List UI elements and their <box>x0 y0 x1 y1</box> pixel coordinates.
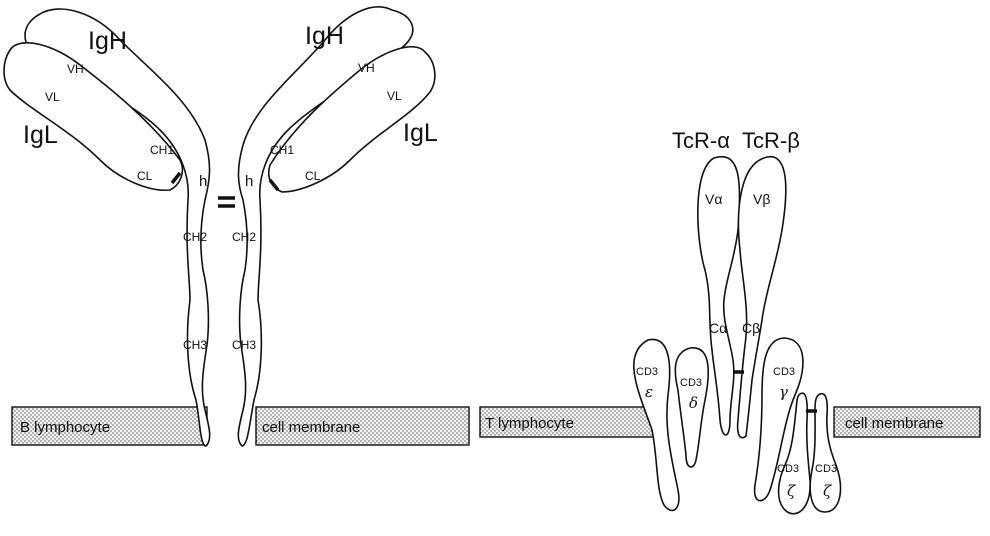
t-cell-membrane-label: cell membrane <box>845 415 943 432</box>
hinge-right-label: h <box>245 173 253 190</box>
tcr-alpha-label: TcR-α <box>672 128 730 153</box>
cd3-zeta-left-label: CD3 <box>777 463 799 475</box>
hinge-left-label: h <box>199 173 207 190</box>
cd3-epsilon-label: CD3 <box>636 366 658 378</box>
ch1-left-label: CH1 <box>150 143 174 157</box>
epsilon-label: ε <box>645 383 653 401</box>
zeta-left-label: ζ <box>787 482 796 500</box>
c-alpha-label: Cα <box>709 320 727 336</box>
cd3-delta-label: CD3 <box>680 377 702 389</box>
tcr-beta-label: TcR-β <box>742 128 800 153</box>
vh-left-label: VH <box>67 62 84 76</box>
vh-right-label: VH <box>358 61 375 75</box>
igl-right-label: IgL <box>403 119 438 147</box>
igh-right-label: IgH <box>305 22 344 50</box>
b-lymphocyte-label: B lymphocyte <box>20 419 110 436</box>
v-beta-label: Vβ <box>753 191 770 207</box>
cl-right-label: CL <box>305 169 321 183</box>
b-cell-diagram: IgH IgH IgL IgL VH VH VL VL CH1 CH1 CL C… <box>4 7 469 446</box>
ch1-right-label: CH1 <box>270 143 294 157</box>
cl-left-label: CL <box>137 169 153 183</box>
ch2-right-label: CH2 <box>232 230 256 244</box>
ch2-left-label: CH2 <box>183 230 207 244</box>
gamma-label: γ <box>779 383 788 401</box>
ch3-right-label: CH3 <box>232 338 256 352</box>
igl-left-label: IgL <box>23 121 58 149</box>
t-cell-diagram: TcR-α TcR-β Vα Vβ Cα Cβ CD3 ε CD3 δ CD3 … <box>480 128 980 514</box>
cd3-zeta-right-label: CD3 <box>815 463 837 475</box>
delta-label: δ <box>689 394 698 412</box>
ch3-left-label: CH3 <box>183 338 207 352</box>
vl-left-label: VL <box>45 90 60 104</box>
c-beta-label: Cβ <box>742 320 760 336</box>
zeta-right-label: ζ <box>823 482 832 500</box>
cd3-gamma-label: CD3 <box>773 366 795 378</box>
v-alpha-label: Vα <box>705 191 722 207</box>
t-lymphocyte-label: T lymphocyte <box>485 415 574 432</box>
vl-right-label: VL <box>387 89 402 103</box>
igh-left-label: IgH <box>88 27 127 55</box>
b-cell-membrane-label: cell membrane <box>262 419 360 436</box>
